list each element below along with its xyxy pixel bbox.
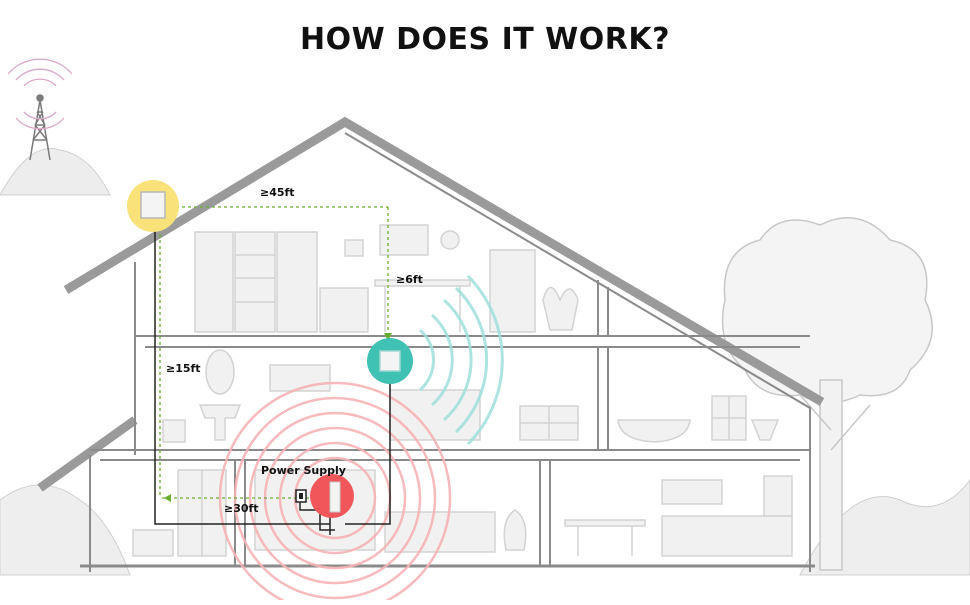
signal-booster-icon (310, 474, 354, 518)
distance-guides (159, 206, 389, 499)
house-structure (37, 116, 825, 572)
outdoor-antenna-icon (127, 180, 179, 232)
page-title: HOW DOES IT WORK? (299, 22, 670, 57)
tower-signal-waves (7, 58, 73, 130)
label-outdoor-to-indoor: ≥45ft (260, 186, 295, 199)
power-supply-icon (295, 489, 307, 503)
cell-tower-icon (29, 94, 51, 161)
indoor-antenna-icon (367, 338, 413, 384)
middle-furniture (162, 349, 780, 443)
indoor-signal-waves (418, 274, 504, 446)
label-power-supply: Power Supply (261, 464, 346, 477)
label-cable-run: ≥30ft (224, 502, 259, 515)
label-outdoor-height: ≥15ft (166, 362, 201, 375)
attic-furniture (194, 224, 579, 333)
cables (154, 212, 391, 535)
label-vertical-drop: ≥6ft (396, 273, 423, 286)
tree-icon (721, 217, 933, 571)
